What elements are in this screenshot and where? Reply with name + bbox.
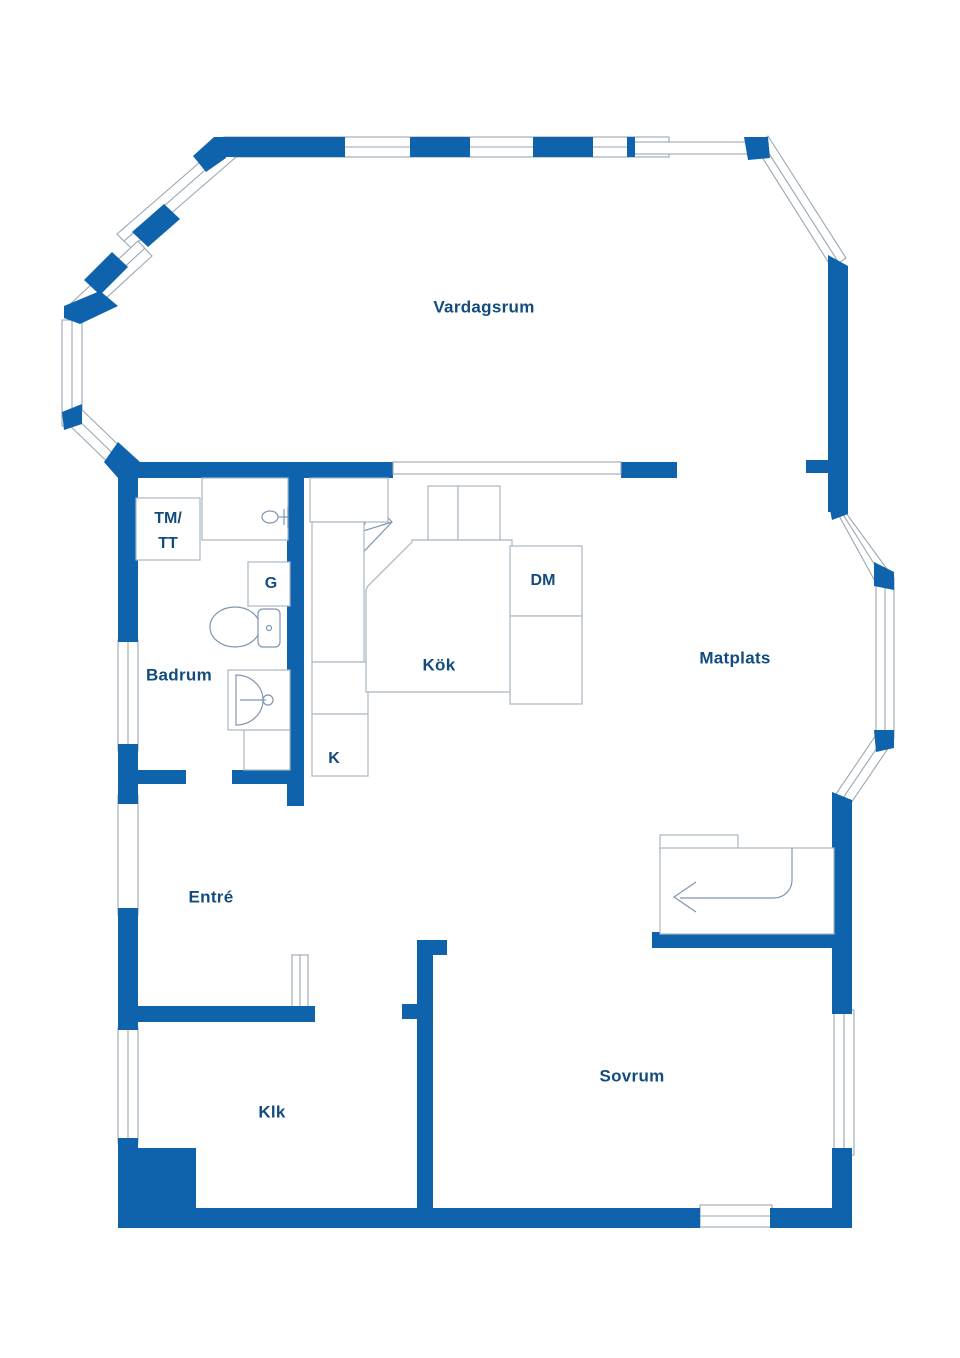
wall-corner-badrum-top-left — [104, 442, 140, 478]
kitchen-counter-left-2 — [311, 661, 369, 715]
wall-klk-sovrum-divider — [417, 940, 433, 1228]
toilet-fixture — [209, 606, 281, 648]
wall-diag-upper-left-seg2 — [84, 252, 128, 295]
wall-top-seg-2 — [410, 137, 470, 157]
dishwasher-box — [509, 545, 583, 617]
wall-right-main-upper — [828, 255, 848, 470]
wall-badrum-kok-divider-foot — [287, 784, 304, 806]
wall-bottom-left — [118, 1208, 700, 1228]
window-right-vertical — [875, 577, 895, 739]
kitchen-sink-basin-1 — [427, 485, 459, 541]
wall-bottom-right — [770, 1208, 852, 1228]
washer-dryer-box — [135, 497, 201, 561]
appliance-label-dishwasher: DM — [531, 572, 556, 589]
wall-corner-top-left — [193, 137, 226, 172]
appliance-label-fridge: K — [328, 750, 340, 767]
wall-bottom-left-block — [118, 1148, 196, 1218]
wall-stub-badrum-bottom — [138, 770, 186, 784]
wall-badrum-kok-divider — [287, 470, 304, 805]
window-right-sovrum — [833, 1009, 855, 1156]
wall-horizontal-kok-top-right — [621, 462, 677, 478]
room-label-klk: Klk — [258, 1102, 286, 1121]
room-label-sovrum: Sovrum — [599, 1066, 664, 1085]
wall-top-seg-1 — [214, 137, 345, 157]
window-left-klk — [117, 1027, 139, 1144]
wall-right-main-lower — [832, 818, 852, 1014]
wall-knuckle-left-lower — [62, 404, 82, 430]
wall-top-seg-4 — [627, 137, 635, 157]
wall-knuckle-left-upper — [64, 291, 118, 324]
window-left-badrum — [117, 639, 139, 751]
walls-group — [62, 137, 894, 1228]
appliance-label-tt: TT — [158, 535, 178, 552]
bathroom-counter — [201, 477, 289, 541]
window-top-right — [629, 141, 751, 155]
wall-horizontal-kok-top — [293, 462, 393, 478]
refrigerator-box — [311, 713, 369, 777]
wall-left-exterior-mid — [118, 744, 138, 804]
room-label-badrum: Badrum — [146, 665, 212, 684]
room-labels-group: Vardagsrum Matplats Kök Badrum Entré Klk… — [146, 297, 770, 1121]
wall-diag-upper-left-seg — [132, 204, 180, 247]
wall-matplats-sovrum-horizontal — [652, 932, 842, 948]
wall-klk-sovrum-jamb — [402, 1004, 420, 1019]
wall-stub-matplats — [806, 460, 830, 473]
washbasin-fixture — [227, 669, 291, 731]
wall-top-seg-3 — [533, 137, 593, 157]
wall-entre-klk-corner — [118, 1006, 138, 1022]
kitchen-fixtures-group — [309, 477, 583, 777]
kitchen-upper-cabinet — [309, 477, 389, 523]
bathroom-fixtures-group — [135, 477, 291, 771]
wall-klk-sovrum-head — [417, 940, 447, 955]
wall-left-exterior-lower — [118, 908, 138, 1030]
counter-top-line — [392, 461, 622, 475]
door-opening-entre-klk — [291, 954, 309, 1014]
stair-direction-arrowhead — [672, 881, 697, 913]
appliance-labels-group: TM/ TT G K DM — [154, 510, 555, 767]
appliance-label-tm: TM/ — [154, 510, 182, 527]
kitchen-counter-left — [311, 521, 365, 663]
wall-right-main-upper-b — [828, 460, 848, 512]
wall-top-right-corner — [744, 137, 770, 160]
window-left-entre-door — [117, 794, 139, 916]
stair-body — [659, 847, 835, 935]
wall-knuckle-right-lower — [832, 792, 852, 824]
wall-knuckle-right-mid-upper — [874, 562, 894, 590]
room-label-matplats: Matplats — [699, 648, 770, 667]
wall-entre-klk-horizontal — [130, 1006, 315, 1022]
room-label-vardagsrum: Vardagsrum — [433, 297, 534, 316]
window-bottom — [699, 1204, 773, 1228]
wall-left-exterior-upper — [118, 470, 138, 642]
appliance-label-stove: G — [265, 575, 277, 592]
stove-box — [247, 561, 291, 607]
staircase-with-direction-arrow — [659, 834, 835, 935]
bathroom-lower-cabinet — [243, 729, 291, 771]
kitchen-sink-basin-2 — [457, 485, 501, 541]
wall-horizontal-badrum-top — [118, 462, 293, 478]
wall-knuckle-right-mid-lower — [874, 730, 894, 752]
stair-run-line — [680, 848, 793, 899]
room-label-entre: Entré — [189, 887, 234, 906]
room-label-kok: Kök — [422, 655, 455, 674]
small-sink-fixture — [261, 507, 289, 528]
wall-knuckle-right-upper — [828, 500, 848, 520]
kitchen-counter-right — [509, 615, 583, 705]
wall-badrum-bottom — [232, 770, 290, 784]
